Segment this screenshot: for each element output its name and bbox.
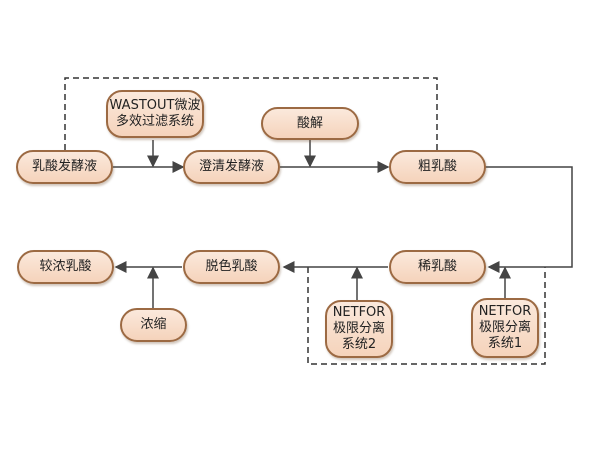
edge-crude-to-dilute bbox=[485, 166, 573, 273]
node-concentrate: 浓缩 bbox=[120, 308, 187, 342]
node-acidolysis: 酸解 bbox=[261, 107, 359, 140]
node-lactic-ferment-broth: 乳酸发酵液 bbox=[16, 150, 113, 184]
node-concentrated-lactic-acid: 较浓乳酸 bbox=[17, 250, 114, 284]
node-netfor-system-1: NETFOR 极限分离 系统1 bbox=[471, 298, 539, 358]
node-netfor-system-2: NETFOR 极限分离 系统2 bbox=[325, 300, 393, 358]
node-dilute-lactic-acid: 稀乳酸 bbox=[389, 250, 486, 284]
node-decolorized-lactic-acid: 脱色乳酸 bbox=[183, 250, 280, 284]
upper-dashed-group-outline bbox=[64, 77, 438, 150]
node-clarified-broth: 澄清发酵液 bbox=[183, 150, 280, 184]
node-crude-lactic-acid: 粗乳酸 bbox=[389, 150, 486, 184]
node-wastout-filter: WASTOUT微波 多效过滤系统 bbox=[106, 90, 204, 138]
lower-dashed-group-outline bbox=[307, 267, 546, 365]
